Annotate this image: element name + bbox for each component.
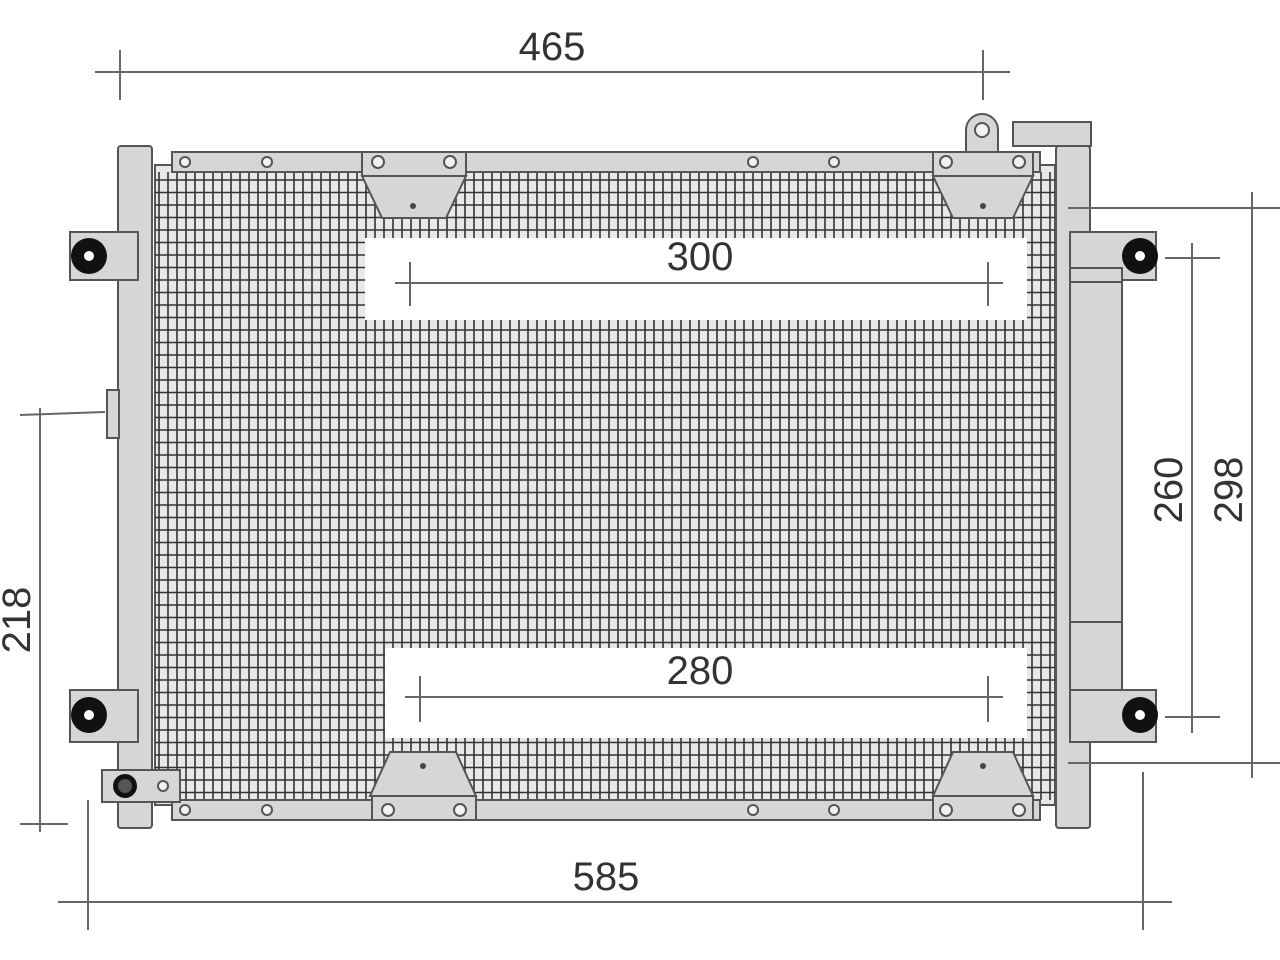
dimension-label-left-height: 218 bbox=[0, 587, 39, 654]
dimension-upper-inner: 300 bbox=[395, 235, 1003, 306]
dimension-label-lower-inner: 280 bbox=[667, 649, 734, 693]
bottom-right-bracket bbox=[931, 751, 1035, 821]
left-lower-mount bbox=[69, 689, 139, 743]
top-rail bbox=[171, 151, 1041, 173]
dimension-top-width: 465 bbox=[95, 25, 1010, 100]
dimension-left-height: 218 bbox=[0, 408, 106, 832]
dimension-bottom-width: 585 bbox=[58, 772, 1172, 930]
dimension-label-right-outer-height: 298 bbox=[1207, 457, 1251, 524]
right-lower-mount bbox=[1069, 689, 1158, 743]
dimension-label-bottom-width: 585 bbox=[573, 855, 640, 899]
dimension-label-top-width: 465 bbox=[519, 25, 586, 69]
top-right-bracket bbox=[931, 151, 1035, 219]
dimension-right-outer-height: 298 bbox=[1068, 192, 1280, 778]
fin-grid-lines bbox=[155, 172, 1055, 800]
dimension-right-inner-height: 260 bbox=[1147, 243, 1220, 733]
rail-screws bbox=[179, 156, 840, 816]
condenser-fin-grid bbox=[155, 172, 1055, 800]
pipe-connector bbox=[101, 769, 181, 803]
top-left-bracket bbox=[360, 151, 468, 219]
mounting-tab bbox=[965, 113, 999, 153]
upper-label-window bbox=[365, 238, 1027, 320]
bottom-rail bbox=[171, 799, 1041, 821]
dimension-label-right-inner-height: 260 bbox=[1147, 457, 1191, 524]
receiver-drier bbox=[1069, 267, 1123, 729]
left-header-tank bbox=[117, 145, 153, 829]
left-upper-mount bbox=[69, 231, 139, 281]
receiver-cap bbox=[1012, 121, 1092, 147]
right-upper-mount bbox=[1069, 231, 1158, 283]
dimension-lower-inner: 280 bbox=[405, 649, 1003, 722]
dimension-label-upper-inner: 300 bbox=[667, 235, 734, 279]
bottom-left-bracket bbox=[368, 751, 478, 821]
lower-label-window bbox=[385, 648, 1027, 738]
left-side-fitting bbox=[106, 389, 120, 439]
